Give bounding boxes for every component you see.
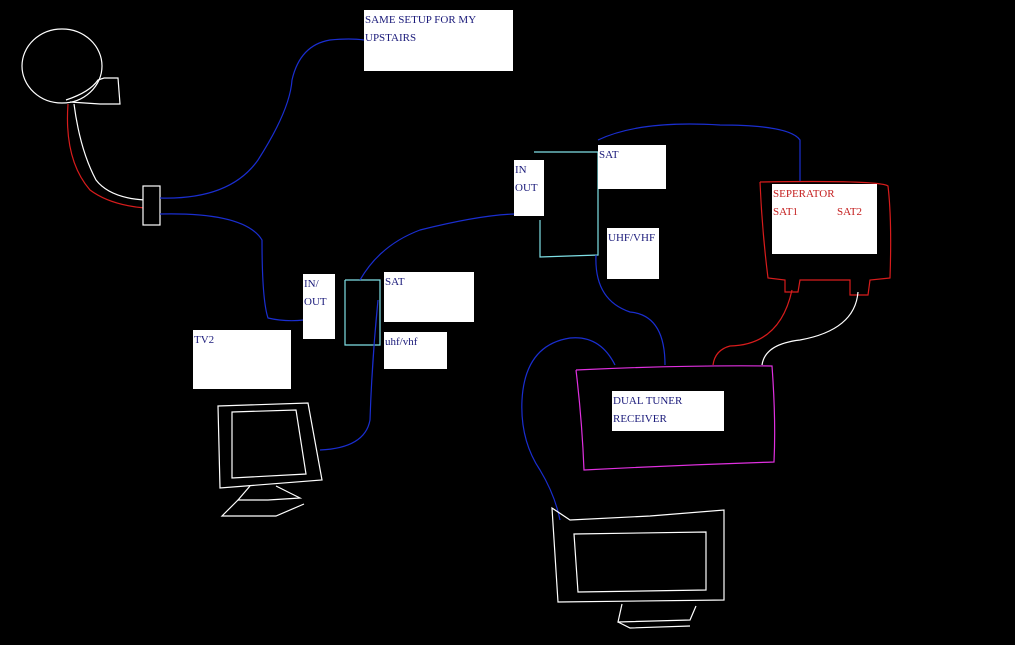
separator-sat2: SAT2 <box>837 206 863 218</box>
uhf-vhf-label: uhf/vhf <box>385 336 418 348</box>
sat-label-left: SAT <box>384 272 474 322</box>
left-splitter <box>344 279 381 346</box>
cable-between-splitters <box>359 213 516 281</box>
receiver-line1: DUAL TUNER <box>613 395 683 407</box>
in-label: IN <box>515 164 527 176</box>
separator-title: SEPERATOR <box>773 188 835 200</box>
in-out-label-left: IN/ OUT <box>303 274 335 339</box>
lnb-cable-white <box>73 103 146 201</box>
out-label: OUT <box>515 182 538 194</box>
in-out-label-right: IN OUT <box>514 160 544 216</box>
sat-label-right: SAT <box>598 145 666 189</box>
diplexer-box <box>142 185 161 226</box>
receiver-label: DUAL TUNER RECEIVER <box>612 391 724 431</box>
sat-label: SAT <box>599 149 619 161</box>
monitor-icon <box>551 506 725 629</box>
upstairs-note-line2: UPSTAIRS <box>365 32 417 44</box>
right-splitter <box>534 151 599 258</box>
separator-box <box>759 180 892 296</box>
separator-ports: SAT1 SAT2 <box>773 203 877 221</box>
uhf-vhf-label-right: UHF/VHF <box>607 228 659 279</box>
monitor-icon <box>217 402 323 517</box>
tv2-text: TV2 <box>194 334 215 346</box>
cable-to-tv2 <box>319 299 379 451</box>
receiver-line2: RECEIVER <box>613 413 667 425</box>
upstairs-note: SAME SETUP FOR MY UPSTAIRS <box>364 10 513 71</box>
cable-sep-white <box>761 291 859 366</box>
sat-label: SAT <box>385 276 405 288</box>
uhf-vhf-label: UHF/VHF <box>608 232 656 244</box>
cable-to-separator <box>597 123 801 182</box>
upstairs-note-line1: SAME SETUP FOR MY <box>365 14 477 26</box>
receiver-box <box>575 365 776 471</box>
satellite-dish-icon <box>21 28 121 105</box>
lnb-cable-red <box>66 103 146 209</box>
separator-label: SEPERATOR SAT1 SAT2 <box>772 184 877 254</box>
out-label: OUT <box>304 296 327 308</box>
cable-upstairs <box>159 38 365 199</box>
cable-receiver-to-monitor <box>521 337 616 521</box>
in-label: IN/ <box>304 278 319 290</box>
separator-sat1: SAT1 <box>773 206 799 218</box>
cable-uhf-to-receiver <box>595 254 666 366</box>
cable-left-splitter <box>159 213 305 322</box>
cable-sep-red <box>712 289 793 366</box>
uhf-vhf-label-left: uhf/vhf <box>384 332 447 369</box>
tv2-label: TV2 <box>193 330 291 389</box>
